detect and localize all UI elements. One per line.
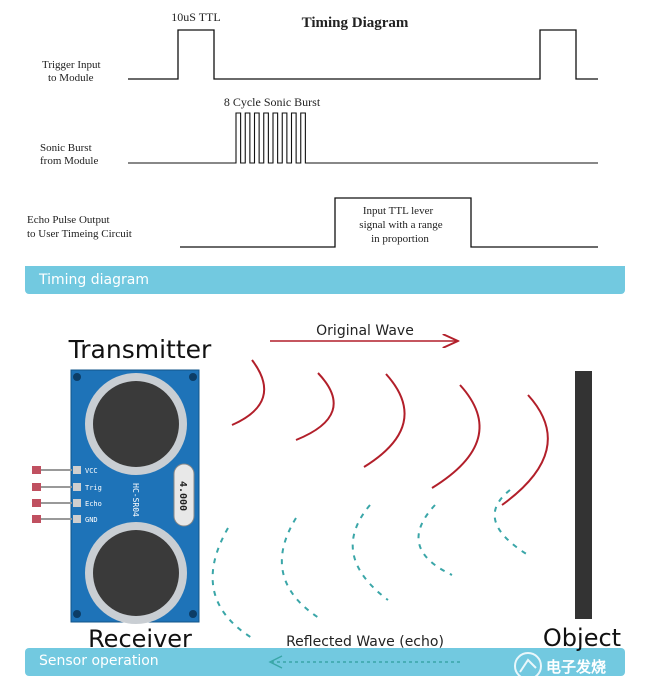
object-label: Object <box>543 624 621 652</box>
module-model-label: HC-SR04 <box>131 483 140 517</box>
crystal-label: 4.000 <box>177 481 188 511</box>
burst-signal <box>128 112 598 164</box>
reflected-wave-arrowhead <box>268 655 283 669</box>
hc-sr04-module: HC-SR04 4.000 <box>70 369 200 624</box>
timing-diagram: Timing Diagram Trigger Input to Module 1… <box>27 10 598 248</box>
original-wave-label: Original Wave <box>316 323 414 339</box>
timing-caption-bar: Timing diagram <box>25 266 625 294</box>
pin-gnd-label: GND <box>85 516 98 524</box>
outgoing-wave-arc <box>295 372 335 441</box>
receiver-label: Receiver <box>88 625 192 653</box>
reflected-wave-arc <box>417 504 453 576</box>
reflected-wave-arc <box>493 489 529 556</box>
burst-label-line1: Sonic Burst <box>40 142 92 154</box>
crystal <box>173 463 195 527</box>
echo-label-line1: Echo Pulse Output <box>27 214 110 226</box>
outgoing-wave-arc <box>363 373 406 468</box>
reflected-wave-label: Reflected Wave (echo) <box>286 634 444 650</box>
reflected-wave-arc <box>211 527 253 639</box>
echo-note-line2: signal with a range <box>359 219 443 231</box>
pin-vcc-label: VCC <box>85 467 98 475</box>
reflected-wave-arc <box>351 504 389 601</box>
pin-header: VCC Trig Echo GND <box>32 466 102 524</box>
trigger-signal <box>128 29 598 80</box>
sensor-caption: Sensor operation <box>39 653 159 669</box>
outgoing-wave-arc <box>231 359 266 426</box>
transmitter-label: Transmitter <box>68 335 212 364</box>
trigger-label-line1: Trigger Input <box>42 59 101 71</box>
timing-title: Timing Diagram <box>302 15 409 31</box>
echo-note-line1: Input TTL lever <box>363 205 434 217</box>
burst-title-label: 8 Cycle Sonic Burst <box>224 95 321 109</box>
watermark: 电子发烧 <box>514 652 606 680</box>
reflected-wave-arc <box>281 517 323 621</box>
watermark-text: 电子发烧 <box>546 658 606 676</box>
trigger-label-line2: to Module <box>48 72 94 84</box>
echo-note-line3: in proportion <box>371 233 429 245</box>
burst-label-line2: from Module <box>40 155 98 167</box>
echo-signal <box>180 197 598 248</box>
pin-trig-label: Trig <box>85 484 102 492</box>
timing-caption: Timing diagram <box>39 272 149 288</box>
watermark-logo-icon <box>514 652 542 680</box>
echo-label-line2: to User Timeing Circuit <box>27 228 132 240</box>
pin-echo-label: Echo <box>85 500 102 508</box>
object-bar <box>575 371 592 619</box>
outgoing-wave-arc <box>501 394 549 506</box>
outgoing-wave-arc <box>431 384 481 489</box>
pulse-label: 10uS TTL <box>171 10 220 24</box>
